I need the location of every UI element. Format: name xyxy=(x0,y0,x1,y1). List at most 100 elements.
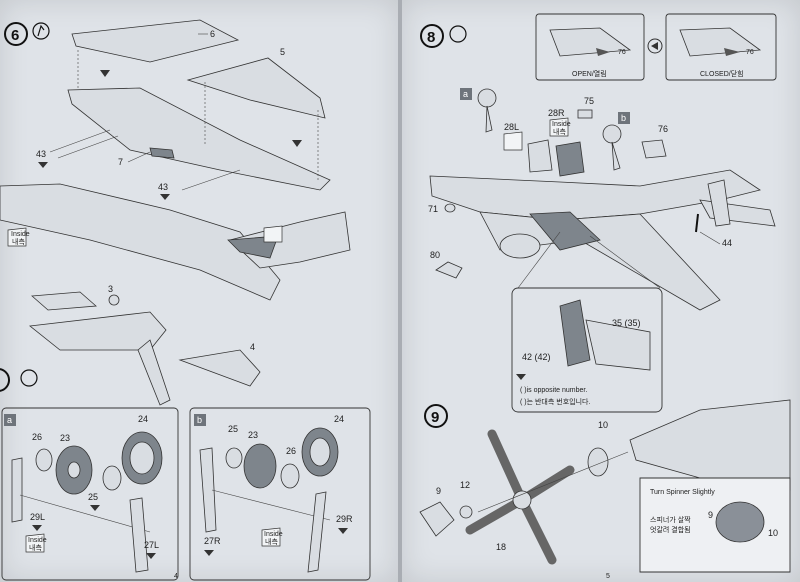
inside-label-7b: Inside xyxy=(264,531,283,538)
inset-callout-42: 42 (42) xyxy=(522,352,551,362)
step-8-tag-a xyxy=(460,88,472,100)
closed-label: CLOSED/닫힘 xyxy=(700,69,744,78)
gear-door-b xyxy=(307,491,327,573)
callout-24a: 24 xyxy=(138,414,148,424)
gear-door-28l xyxy=(527,139,553,173)
spinner-tip-bubble xyxy=(639,477,791,573)
callout-71: 71 xyxy=(428,204,438,214)
callout-7: 7 xyxy=(118,157,123,167)
step-7b-tag xyxy=(194,414,206,426)
tip-korean-2: 엇갈려 결합됨 xyxy=(650,525,691,534)
step-8-number: 8 xyxy=(427,29,435,46)
part-12 xyxy=(459,505,473,519)
tailplane-part xyxy=(31,291,97,311)
step-9: 9 10 9 12 18 Turn Spinner Slightly 스피너가 … xyxy=(419,399,791,573)
tip-korean-1: 스피너가 살짝 xyxy=(650,515,691,524)
step-6: 6 6 5 7 43 43 Inside 내측 xyxy=(0,19,351,406)
step-7a-tag xyxy=(4,414,16,426)
step-8-tag-a-letter: a xyxy=(463,89,468,99)
inside-label-28r: Inside xyxy=(552,121,571,128)
hub-part-b xyxy=(225,447,243,469)
aircraft-wing xyxy=(479,211,721,311)
glue-icon-tip xyxy=(37,24,45,37)
glue-icon xyxy=(449,25,467,43)
inside-tag-7a xyxy=(25,533,45,553)
step-7a-letter: a xyxy=(7,415,12,425)
callout-28r: 28R xyxy=(548,108,565,118)
step-7b-box xyxy=(189,407,371,581)
aircraft-tailplane xyxy=(699,199,776,227)
callout-44: 44 xyxy=(722,238,732,248)
tip-callout-10: 10 xyxy=(768,528,778,538)
part-3-knob xyxy=(108,294,120,306)
page-number-right: 5 xyxy=(606,573,610,580)
callout-5: 5 xyxy=(280,47,285,57)
wing-detail xyxy=(149,147,175,159)
callout-75: 75 xyxy=(584,96,594,106)
open-canopy-diagram xyxy=(549,27,632,57)
callout-3: 3 xyxy=(108,284,113,294)
glue-icon xyxy=(32,22,50,40)
inset-gear-door xyxy=(559,299,591,367)
open-canopy-box xyxy=(535,13,645,81)
hub-part xyxy=(35,448,53,472)
inside-tag-left xyxy=(7,227,27,247)
callout-23a: 23 xyxy=(60,433,70,443)
inside-label-7a: Inside xyxy=(28,537,47,544)
inside-korean-28r: 내측 xyxy=(553,127,566,136)
opposite-number-note-ko: ( )는 반대측 번호입니다. xyxy=(520,397,590,406)
callout-43: 43 xyxy=(36,149,46,159)
propeller-hub xyxy=(512,490,532,510)
step-7: a 26 23 24 25 29L Inside 내측 27L b 25 23 … xyxy=(0,368,371,581)
step-7-badge xyxy=(0,368,10,392)
closed-callout: 76 xyxy=(746,49,754,56)
step-9-number: 9 xyxy=(431,409,439,426)
step-9-badge xyxy=(424,404,448,428)
open-callout: 76 xyxy=(618,49,626,56)
part-76 xyxy=(641,139,667,159)
callout-10: 10 xyxy=(598,420,608,430)
step-8: 8 76 OPEN/열림 76 CLOSED/닫힘 a b 75 28R Ins… xyxy=(420,13,777,413)
callout-25a: 25 xyxy=(88,492,98,502)
part-75 xyxy=(577,109,593,119)
gear-bay-shaded xyxy=(529,211,601,251)
callout-23b: 23 xyxy=(248,430,258,440)
glue-marker xyxy=(292,140,302,147)
inside-tag-28l xyxy=(503,131,523,151)
tail-fin xyxy=(137,339,171,406)
callout-76: 76 xyxy=(658,124,668,134)
tip-callout-9: 9 xyxy=(708,510,713,520)
part-71 xyxy=(444,203,456,213)
engine-cowl xyxy=(499,233,541,259)
gear-wheel-b xyxy=(602,124,622,144)
step-8-badge xyxy=(420,24,444,48)
elevator-part xyxy=(178,349,261,387)
glue-icon xyxy=(20,369,38,387)
inside-tag-28r xyxy=(549,117,569,137)
inset-callout-35: 35 (35) xyxy=(612,318,641,328)
aircraft-nose xyxy=(629,399,791,491)
inside-tag-korean: 내측 xyxy=(12,237,25,246)
step-6-badge xyxy=(4,22,28,46)
tip-english: Turn Spinner Slightly xyxy=(650,489,715,496)
propeller-blade xyxy=(487,429,527,505)
upper-wing-left-top xyxy=(71,19,240,63)
inset-wing-section xyxy=(585,319,651,371)
callout-28l: 28L xyxy=(504,122,519,132)
gear-door-28r xyxy=(555,141,585,177)
wheel-hub-b xyxy=(280,463,300,489)
upper-wing-right-top xyxy=(186,57,326,119)
step-7a-box xyxy=(1,407,179,581)
toggle-arrow-icon xyxy=(647,38,663,54)
step-6-number: 6 xyxy=(11,27,19,44)
inside-korean-7b: 내측 xyxy=(265,537,278,546)
open-label: OPEN/열림 xyxy=(572,70,607,78)
landing-gear-leg xyxy=(129,497,149,573)
inside-tag-label: Inside xyxy=(11,231,30,238)
callout-80: 80 xyxy=(430,250,440,260)
opposite-number-note-en: ( )is opposite number. xyxy=(520,387,587,394)
callout-6: 6 xyxy=(210,29,215,39)
page-number-left: 4 xyxy=(174,573,178,580)
gear-wheel-a xyxy=(477,88,497,108)
callout-4: 4 xyxy=(250,342,255,352)
